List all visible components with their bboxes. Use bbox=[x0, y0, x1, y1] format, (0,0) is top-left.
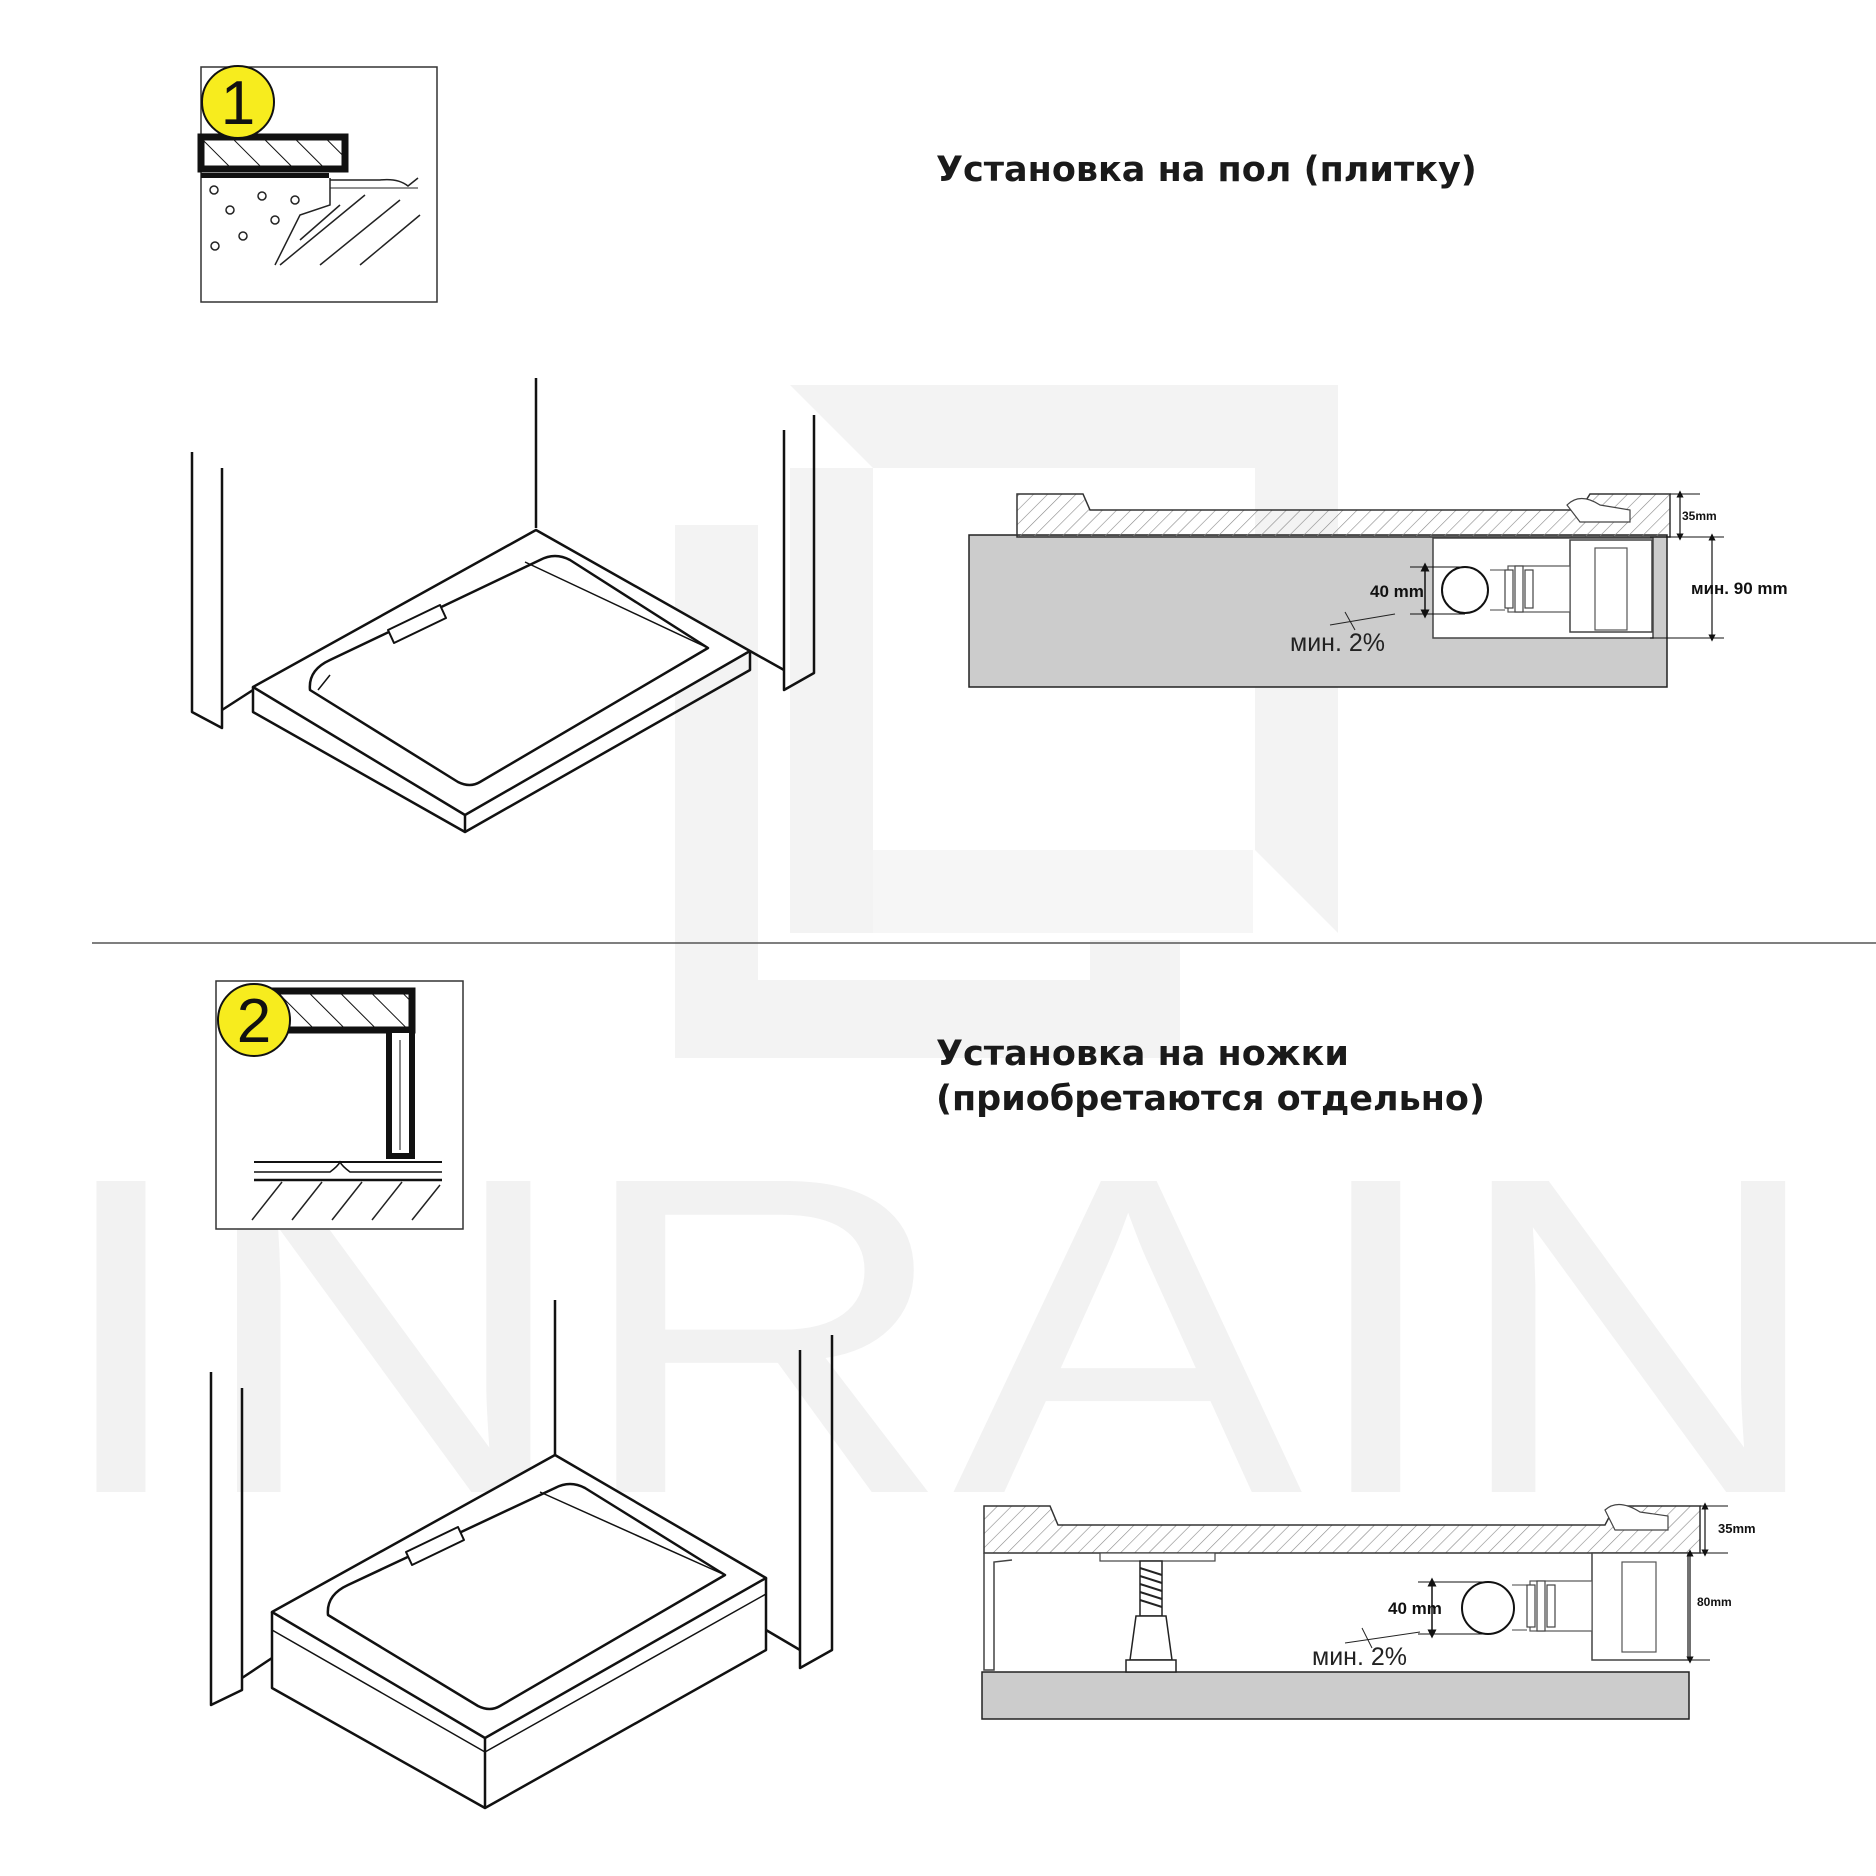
slope-label-1: мин. 2% bbox=[1290, 629, 1385, 657]
step-badge-2-number: 2 bbox=[237, 987, 271, 1056]
detail-box-2 bbox=[215, 980, 464, 1230]
watermark-logo-mark bbox=[675, 385, 1338, 1058]
tray-height-dim-2: 35mm bbox=[1718, 1521, 1756, 1536]
section2-title-line1: Установка на ножки bbox=[936, 1034, 1349, 1074]
slope-label-2: мин. 2% bbox=[1312, 1643, 1407, 1671]
step-badge-2: 2 bbox=[217, 983, 291, 1057]
shower-tray-perspective-1 bbox=[190, 378, 816, 834]
drain-pipe-dim-1: 40 mm bbox=[1370, 582, 1424, 601]
min-height-dim-1: мин. 90 mm bbox=[1691, 579, 1788, 598]
cross-section-1: 40 mm мин. 2% 35mm мин. 90 mm bbox=[968, 490, 1788, 688]
adjustable-leg bbox=[1125, 1560, 1177, 1673]
section2-title-line2: (приобретаются отдельно) bbox=[936, 1079, 1485, 1119]
section1-title: Установка на пол (плитку) bbox=[936, 150, 1477, 190]
shower-tray-perspective-2 bbox=[209, 1300, 834, 1810]
cross-section-2: 40 mm мин. 2% 35mm 80mm bbox=[981, 1502, 1756, 1720]
step-badge-1-number: 1 bbox=[221, 69, 255, 138]
drain-pipe-dim-2: 40 mm bbox=[1388, 1599, 1442, 1618]
step-badge-1: 1 bbox=[201, 65, 275, 139]
leg-height-dim-2: 80mm bbox=[1697, 1595, 1732, 1609]
tray-height-dim-1: 35mm bbox=[1682, 509, 1717, 523]
